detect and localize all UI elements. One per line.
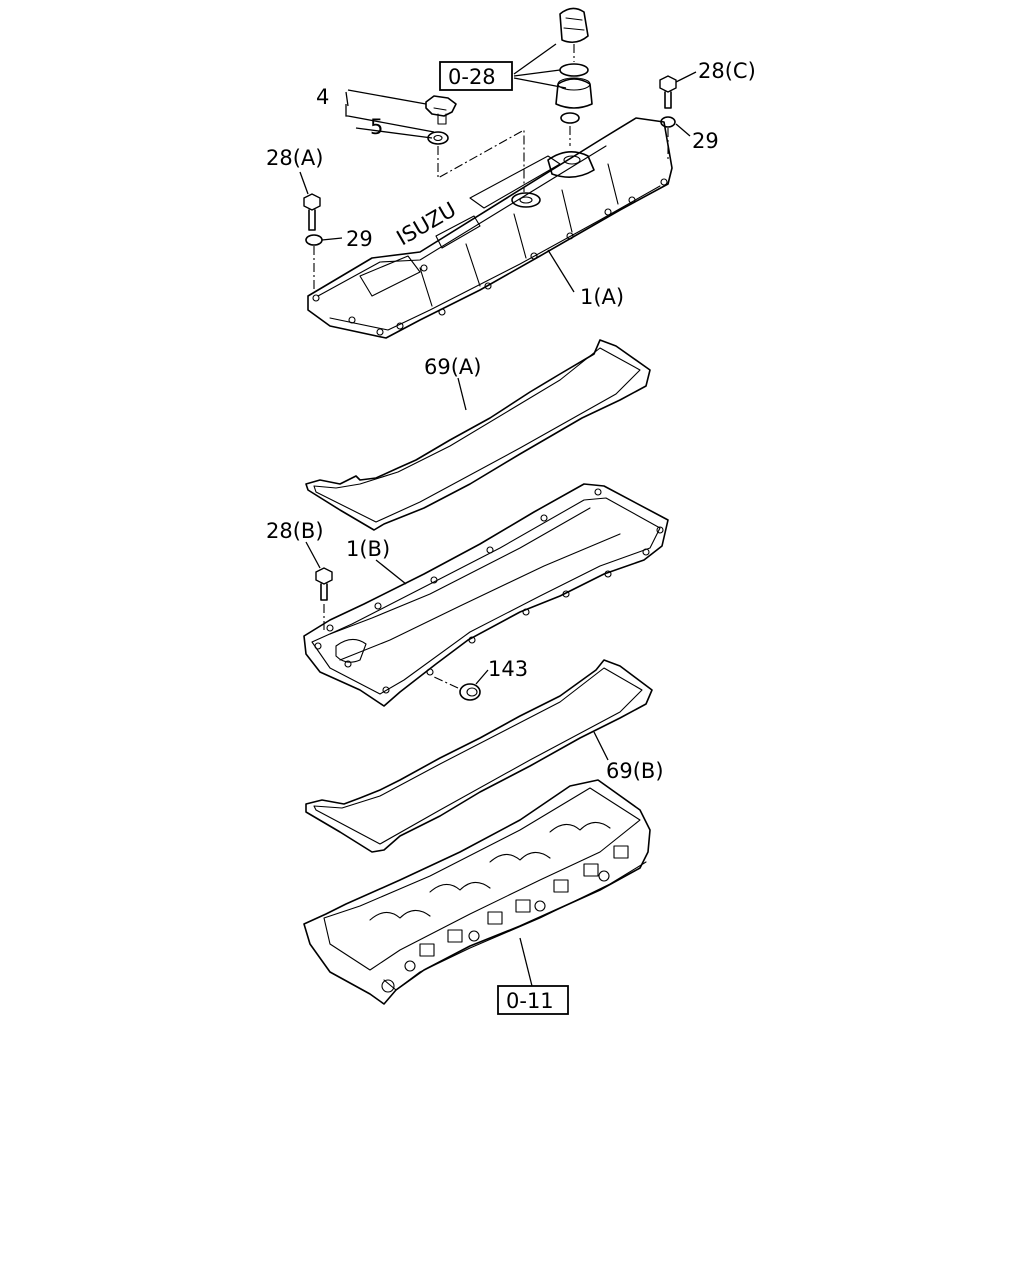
callout-1a: 1(A)	[580, 285, 624, 309]
callout-28a: 28(A)	[266, 146, 323, 170]
callout-69b: 69(B)	[606, 759, 664, 783]
callout-69a: 69(A)	[424, 355, 481, 379]
callout-1b: 1(B)	[346, 537, 390, 561]
callout-4: 4	[316, 85, 329, 109]
breather-assembly	[555, 7, 593, 146]
ref-box-0-11[interactable]: 0-11	[497, 985, 569, 1015]
washer-29-right	[660, 116, 676, 160]
upper-gasket-69a	[305, 339, 651, 531]
bolt-28a	[303, 193, 321, 231]
bolt-28b	[315, 567, 333, 630]
bolt-28c	[659, 75, 677, 109]
seal-143	[431, 675, 481, 701]
isuzu-emboss: ISUZU	[393, 197, 461, 250]
callout-29-right: 29	[692, 129, 719, 153]
callout-labels: 4 5 28(A) 29 28(C) 29 1(A) 69(A) 28(B) 1…	[266, 59, 756, 783]
callout-5: 5	[370, 115, 383, 139]
ref-label-0-11: 0-11	[506, 989, 554, 1013]
ref-label-0-28: 0-28	[448, 65, 496, 89]
callout-143: 143	[488, 657, 528, 681]
callout-28b: 28(B)	[266, 519, 324, 543]
callout-28c: 28(C)	[698, 59, 756, 83]
ref-box-0-28[interactable]: 0-28	[439, 61, 513, 91]
callout-29-left: 29	[346, 227, 373, 251]
oil-filler-cap	[425, 95, 457, 125]
lower-cover-1b	[303, 483, 669, 707]
cylinder-head	[303, 779, 651, 1005]
washer-29-left	[305, 234, 323, 290]
leader-lines	[299, 43, 697, 987]
lower-gasket-69b	[305, 659, 653, 853]
